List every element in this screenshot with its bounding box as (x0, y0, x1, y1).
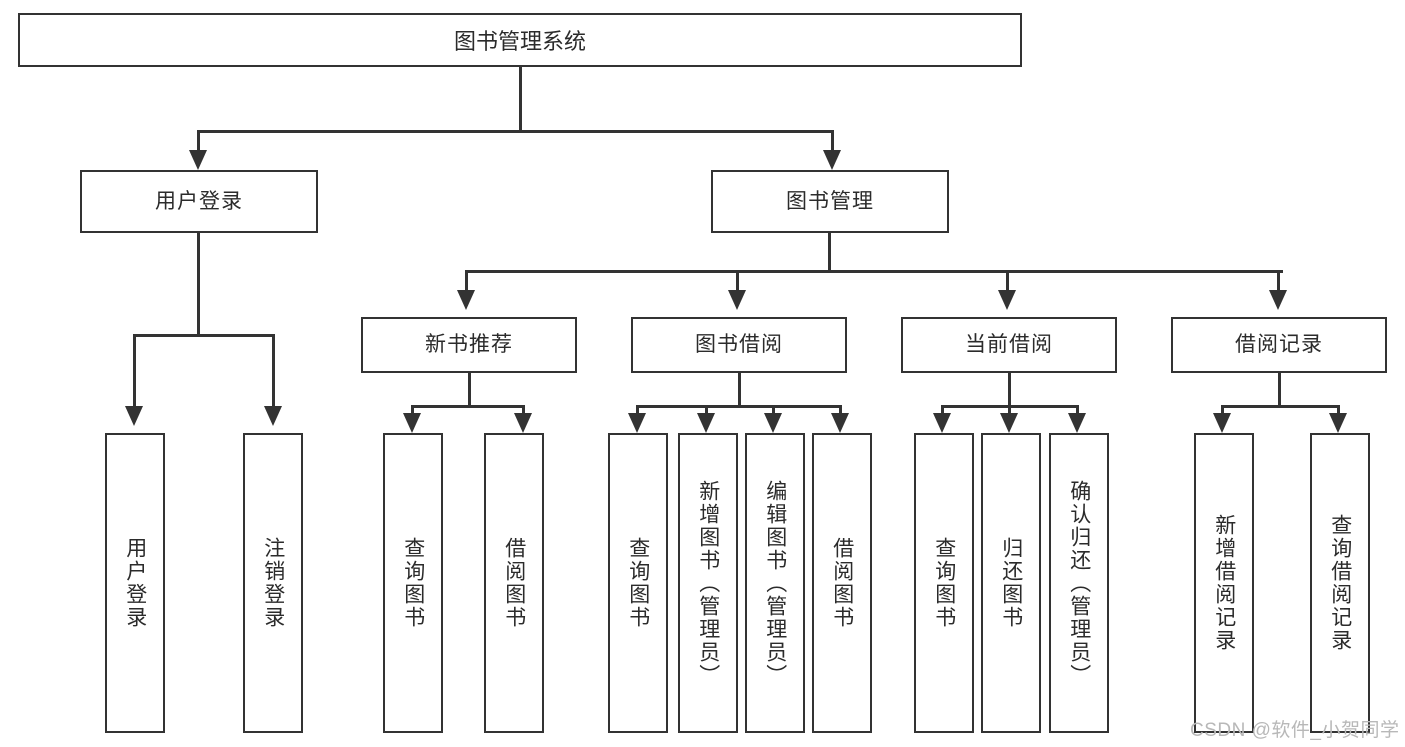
connector-user-login-to-leaf-0 (133, 334, 136, 412)
node-label: 确认归还（管理员） (1067, 479, 1091, 687)
leaf-new-book-borrow[interactable]: 借阅图书 (484, 433, 544, 733)
node-user-login[interactable]: 用户登录 (80, 170, 318, 233)
node-label: 借阅图书 (830, 537, 854, 629)
leaf-book-borrow-add[interactable]: 新增图书（管理员） (678, 433, 738, 733)
node-label: 查询借阅记录 (1328, 514, 1352, 652)
arrow-book-borrow-to-leaf-1 (697, 413, 715, 433)
leaf-current-borrow-return[interactable]: 归还图书 (981, 433, 1041, 733)
node-label: 注销登录 (261, 537, 285, 629)
connector-borrow-record-stem (1278, 373, 1281, 407)
arrow-book-manage-to-book-borrow (728, 290, 746, 310)
leaf-user-login-login[interactable]: 用户登录 (105, 433, 165, 733)
connector-current-borrow-to-leaf-1 (1008, 405, 1011, 419)
node-book-management[interactable]: 图书管理 (711, 170, 949, 233)
connector-borrow-record-to-leaf-1 (1337, 405, 1340, 419)
arrow-book-manage-to-new-book (457, 290, 475, 310)
arrow-current-borrow-to-leaf-0 (933, 413, 951, 433)
node-label: 新增借阅记录 (1212, 514, 1236, 652)
node-label: 用户登录 (155, 189, 243, 213)
arrow-book-manage-to-current-borrow (998, 290, 1016, 310)
arrow-borrow-record-to-leaf-1 (1329, 413, 1347, 433)
connector-book-manage-to-borrow-record (1277, 270, 1280, 296)
connector-book-manage-stem (828, 233, 831, 272)
watermark-text: CSDN @软件_小贺同学 (1190, 720, 1400, 741)
connector-book-borrow-to-leaf-1 (705, 405, 708, 419)
connector-book-borrow-to-leaf-0 (636, 405, 639, 419)
leaf-borrow-record-search[interactable]: 查询借阅记录 (1310, 433, 1370, 733)
connector-root-to-book-manage (831, 130, 834, 156)
connector-current-borrow-to-leaf-0 (941, 405, 944, 419)
node-label: 归还图书 (999, 537, 1023, 629)
arrow-borrow-record-to-leaf-0 (1213, 413, 1231, 433)
csdn-watermark: CSDN @软件_小贺同学 (1190, 715, 1399, 742)
leaf-new-book-search[interactable]: 查询图书 (383, 433, 443, 733)
node-label: 编辑图书（管理员） (763, 479, 787, 687)
arrow-new-book-to-leaf-1 (514, 413, 532, 433)
connector-borrow-record-to-leaf-0 (1221, 405, 1224, 419)
leaf-book-borrow-search[interactable]: 查询图书 (608, 433, 668, 733)
connector-book-borrow-to-leaf-2 (772, 405, 775, 419)
leaf-current-borrow-search[interactable]: 查询图书 (914, 433, 974, 733)
arrow-root-to-user-login (189, 150, 207, 170)
connector-book-borrow-stem (738, 373, 741, 407)
node-label: 查询图书 (626, 537, 650, 629)
arrow-book-borrow-to-leaf-2 (764, 413, 782, 433)
connector-user-login-to-leaf-1 (272, 334, 275, 412)
node-label: 查询图书 (401, 537, 425, 629)
connector-book-borrow-to-leaf-3 (839, 405, 842, 419)
node-book-borrow[interactable]: 图书借阅 (631, 317, 847, 373)
leaf-current-borrow-confirm-return[interactable]: 确认归还（管理员） (1049, 433, 1109, 733)
node-label: 新增图书（管理员） (696, 479, 720, 687)
connector-current-borrow-to-leaf-2 (1076, 405, 1079, 419)
arrow-current-borrow-to-leaf-2 (1068, 413, 1086, 433)
connector-book-manage-to-current-borrow (1006, 270, 1009, 296)
node-label: 借阅图书 (502, 537, 526, 629)
leaf-borrow-record-add[interactable]: 新增借阅记录 (1194, 433, 1254, 733)
connector-new-book-stem (468, 373, 471, 407)
node-label: 当前借阅 (965, 333, 1053, 357)
node-label: 图书借阅 (695, 333, 783, 357)
arrow-user-login-to-leaf-0 (125, 406, 143, 426)
node-label: 用户登录 (123, 537, 147, 629)
node-label: 查询图书 (932, 537, 956, 629)
leaf-book-borrow-borrow[interactable]: 借阅图书 (812, 433, 872, 733)
connector-root-bar (197, 130, 834, 133)
connector-user-login-bar (133, 334, 275, 337)
arrow-root-to-book-manage (823, 150, 841, 170)
connector-new-book-to-leaf-0 (411, 405, 414, 419)
arrow-book-borrow-to-leaf-0 (628, 413, 646, 433)
connector-book-manage-to-book-borrow (736, 270, 739, 296)
node-label: 新书推荐 (425, 333, 513, 357)
arrow-new-book-to-leaf-0 (403, 413, 421, 433)
leaf-user-login-logout[interactable]: 注销登录 (243, 433, 303, 733)
connector-new-book-to-leaf-1 (522, 405, 525, 419)
arrow-book-borrow-to-leaf-3 (831, 413, 849, 433)
connector-new-book-bar (411, 405, 525, 408)
node-root-library-system[interactable]: 图书管理系统 (18, 13, 1022, 67)
node-label: 借阅记录 (1235, 333, 1323, 357)
connector-current-borrow-stem (1008, 373, 1011, 407)
connector-book-manage-bar (465, 270, 1283, 273)
connector-book-manage-to-new-book (465, 270, 468, 296)
connector-book-borrow-bar (636, 405, 842, 408)
node-label: 图书管理 (786, 189, 874, 213)
node-new-book-recommend[interactable]: 新书推荐 (361, 317, 577, 373)
arrow-book-manage-to-borrow-record (1269, 290, 1287, 310)
leaf-book-borrow-edit[interactable]: 编辑图书（管理员） (745, 433, 805, 733)
node-label: 图书管理系统 (453, 29, 586, 54)
node-borrow-record[interactable]: 借阅记录 (1171, 317, 1387, 373)
connector-borrow-record-bar (1221, 405, 1340, 408)
connector-root-stem (519, 67, 522, 130)
node-current-borrow[interactable]: 当前借阅 (901, 317, 1117, 373)
connector-root-to-user-login (197, 130, 200, 156)
connector-user-login-stem (197, 233, 200, 336)
arrow-current-borrow-to-leaf-1 (1000, 413, 1018, 433)
arrow-user-login-to-leaf-1 (264, 406, 282, 426)
